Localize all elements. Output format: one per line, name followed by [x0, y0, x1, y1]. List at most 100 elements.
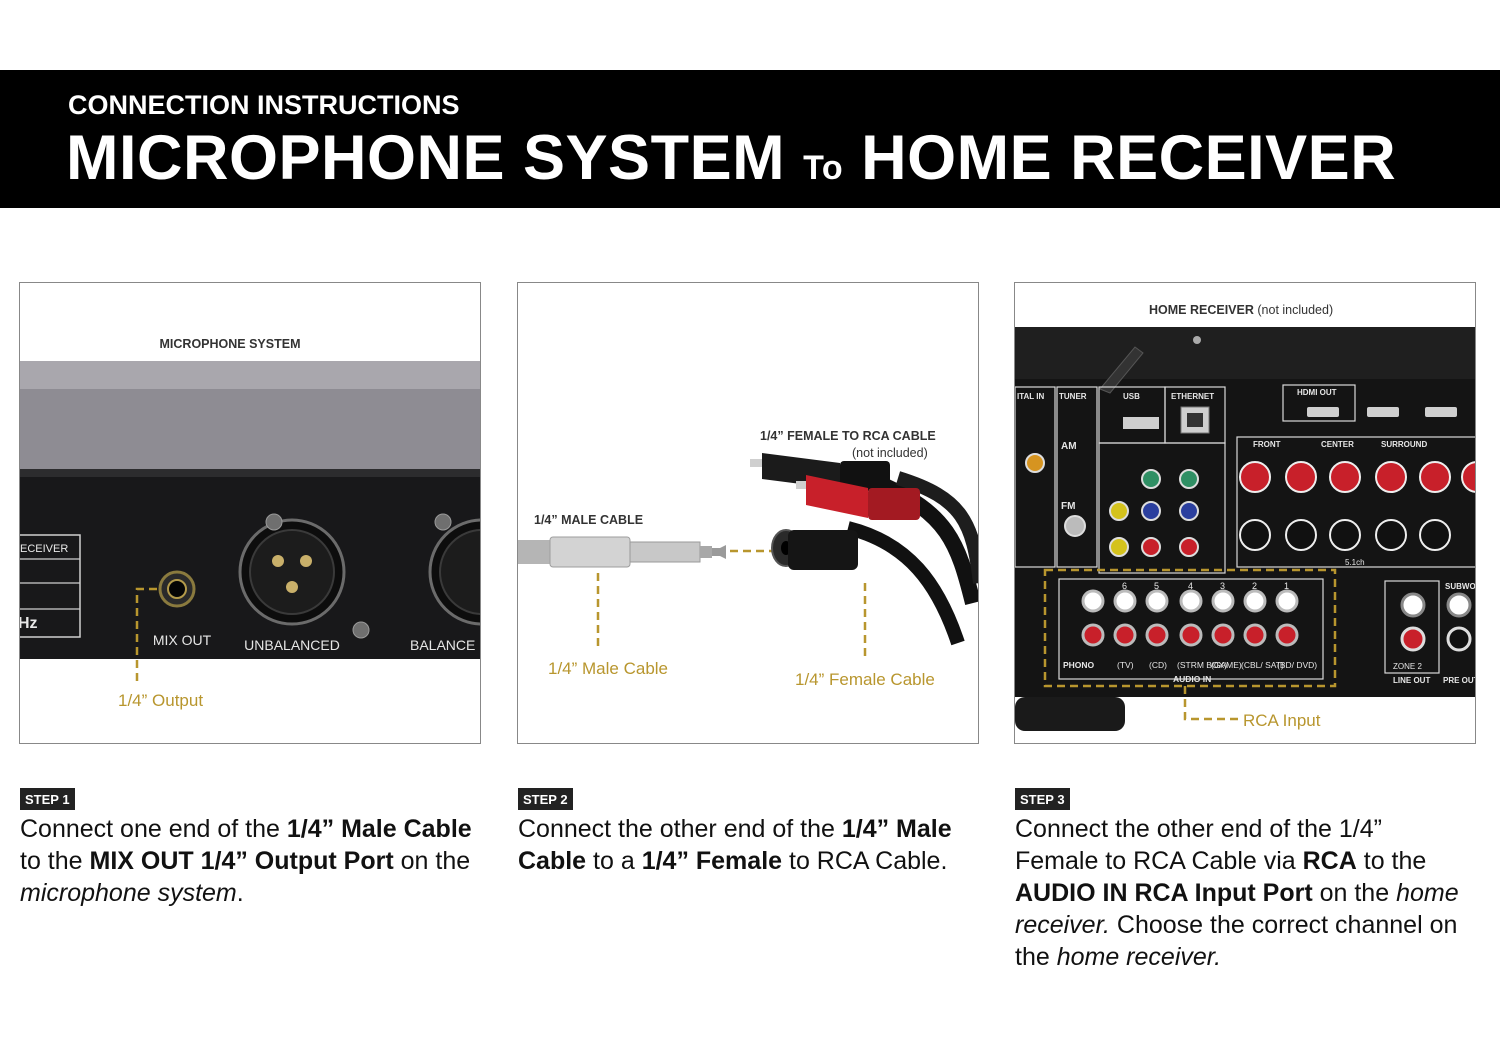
rca-cable-note: (not included)	[852, 446, 928, 460]
center-label: CENTER	[1321, 440, 1354, 449]
audio-in-section	[1058, 578, 1324, 680]
rca-input-jack[interactable]	[1179, 589, 1203, 613]
panel-microphone-system: MICROPHONE SYSTEM ECEIVER Hz MIX OUT UNB…	[19, 282, 481, 744]
hdmi-port[interactable]	[1307, 407, 1339, 417]
zone2-label: ZONE 2	[1393, 662, 1422, 671]
bd-dvd-label: (BD/ DVD)	[1277, 660, 1317, 670]
ethernet-label: ETHERNET	[1171, 392, 1214, 401]
rca-input-jack[interactable]	[1145, 623, 1169, 647]
callout-male-label: 1/4” Male Cable	[548, 659, 668, 678]
surround-label: SURROUND	[1381, 440, 1427, 449]
channel-number: 1	[1284, 581, 1289, 591]
step-text-segment: RCA	[1302, 847, 1357, 875]
callout-female-label: 1/4” Female Cable	[795, 670, 935, 689]
callout-output-label: 1/4” Output	[118, 691, 203, 710]
speaker-terminals	[1239, 461, 1475, 551]
step-text-segment: AUDIO IN RCA Input Port	[1015, 879, 1313, 907]
rca-input-jack[interactable]	[1113, 589, 1137, 613]
front-label: FRONT	[1253, 440, 1281, 449]
step-text-segment: to the	[1356, 847, 1427, 875]
hdmi-out-label: HDMI OUT	[1297, 388, 1337, 397]
microphone-system-illustration: MICROPHONE SYSTEM ECEIVER Hz MIX OUT UNB…	[20, 337, 480, 710]
screw-icon	[265, 513, 283, 531]
rca-input-jack[interactable]	[1211, 623, 1235, 647]
callout-audio-in-box	[1043, 568, 1337, 688]
step-text-segment: on the	[1312, 879, 1397, 907]
step-text-segment: Choose the correct channel on the	[1015, 911, 1458, 971]
panel-cables: 1/4” FEMALE TO RCA CABLE (not included) …	[517, 282, 979, 744]
rca-input-jack[interactable]	[1113, 623, 1137, 647]
tv-label: (TV)	[1117, 660, 1134, 670]
step-text-segment: 1/4” Male Cable	[518, 815, 952, 875]
rca-plug-red	[806, 475, 868, 518]
receiver-title: HOME RECEIVER (not included)	[1149, 303, 1333, 317]
digital-in-label: ITAL IN	[1017, 392, 1044, 401]
game-label: (GAME)	[1211, 660, 1242, 670]
step-text-segment: Connect one end of the	[20, 815, 287, 843]
step-text-segment: 1/4” Female	[641, 847, 783, 875]
usb-port[interactable]	[1123, 417, 1159, 429]
title-part2: HOME RECEIVER	[861, 123, 1397, 193]
hdmi-port[interactable]	[1425, 407, 1457, 417]
channel-number: 4	[1188, 581, 1193, 591]
channel-number: 2	[1252, 581, 1257, 591]
rca-input-jack[interactable]	[1211, 589, 1235, 613]
rca-input-jack[interactable]	[1243, 623, 1267, 647]
balanced-label: BALANCE	[410, 637, 475, 653]
step-3-text: Connect the other end of the 1/4” Female…	[1015, 813, 1470, 973]
hz-label-text: Hz	[20, 615, 38, 632]
step-2-badge: STEP 2	[518, 788, 573, 810]
audio-in-jacks	[1081, 589, 1299, 647]
cd-label: (CD)	[1149, 660, 1167, 670]
female-to-rca-cable	[750, 453, 978, 646]
header-title: MICROPHONE SYSTEM To HOME RECEIVER	[66, 122, 1396, 194]
cables-illustration: 1/4” FEMALE TO RCA CABLE (not included) …	[518, 429, 978, 689]
device-label: MICROPHONE SYSTEM	[160, 337, 301, 351]
header-banner: CONNECTION INSTRUCTIONS MICROPHONE SYSTE…	[0, 70, 1500, 208]
step-1-badge: STEP 1	[20, 788, 75, 810]
step-2-text: Connect the other end of the 1/4” Male C…	[518, 813, 978, 877]
pre-out-label: PRE OUT	[1443, 676, 1476, 685]
step-text-segment: 1/4” Male Cable	[286, 815, 472, 843]
cbl-sat-label: (CBL/ SAT)	[1241, 660, 1284, 670]
rca-cable-label: 1/4” FEMALE TO RCA CABLE	[760, 429, 936, 443]
component-video-jacks	[1025, 453, 1199, 557]
rca-input-jack[interactable]	[1179, 623, 1203, 647]
screw-icon	[434, 513, 452, 531]
receiver-foot	[1015, 697, 1125, 731]
rca-input-jack[interactable]	[1081, 623, 1105, 647]
channel-number: 6	[1122, 581, 1127, 591]
spec-label-box	[20, 534, 81, 638]
screw-icon	[352, 621, 370, 639]
channel-number: 3	[1220, 581, 1225, 591]
subwoofer-label: SUBWO	[1445, 582, 1476, 591]
antenna-icon	[1099, 346, 1144, 394]
step-1-text: Connect one end of the 1/4” Male Cable t…	[20, 813, 480, 909]
tuner-label: TUNER	[1059, 392, 1087, 401]
zone2-section	[1384, 580, 1440, 674]
hdmi-port[interactable]	[1367, 407, 1399, 417]
line-out-label: LINE OUT	[1393, 676, 1430, 685]
side-label-text: ECEIVER	[20, 543, 68, 555]
step-3-badge: STEP 3	[1015, 788, 1070, 810]
rca-input-jack[interactable]	[1081, 589, 1105, 613]
step-text-segment: to a	[586, 847, 642, 875]
title-part1: MICROPHONE SYSTEM	[66, 123, 786, 193]
rca-input-jack[interactable]	[1145, 589, 1169, 613]
step-text-segment: home receiver.	[1015, 879, 1459, 939]
panel-home-receiver: HOME RECEIVER (not included) ITAL IN TUN…	[1014, 282, 1476, 744]
phono-label: PHONO	[1063, 660, 1095, 670]
callout-rca-label: RCA Input	[1243, 711, 1321, 730]
step-text-segment: to RCA Cable.	[782, 847, 948, 875]
step-text-segment: Connect the other end of the 1/4” Female…	[1015, 815, 1382, 875]
rca-input-jack[interactable]	[1243, 589, 1267, 613]
step-text-segment: microphone system	[20, 879, 237, 907]
step-text-segment: home receiver.	[1056, 943, 1222, 971]
fm-label: FM	[1061, 501, 1075, 512]
male-cable-label: 1/4” MALE CABLE	[534, 513, 643, 527]
rca-input-jack[interactable]	[1275, 623, 1299, 647]
rca-input-jack[interactable]	[1275, 589, 1299, 613]
usb-label: USB	[1123, 392, 1140, 401]
top-section	[1015, 384, 1475, 574]
step-text-segment: to the	[20, 847, 90, 875]
